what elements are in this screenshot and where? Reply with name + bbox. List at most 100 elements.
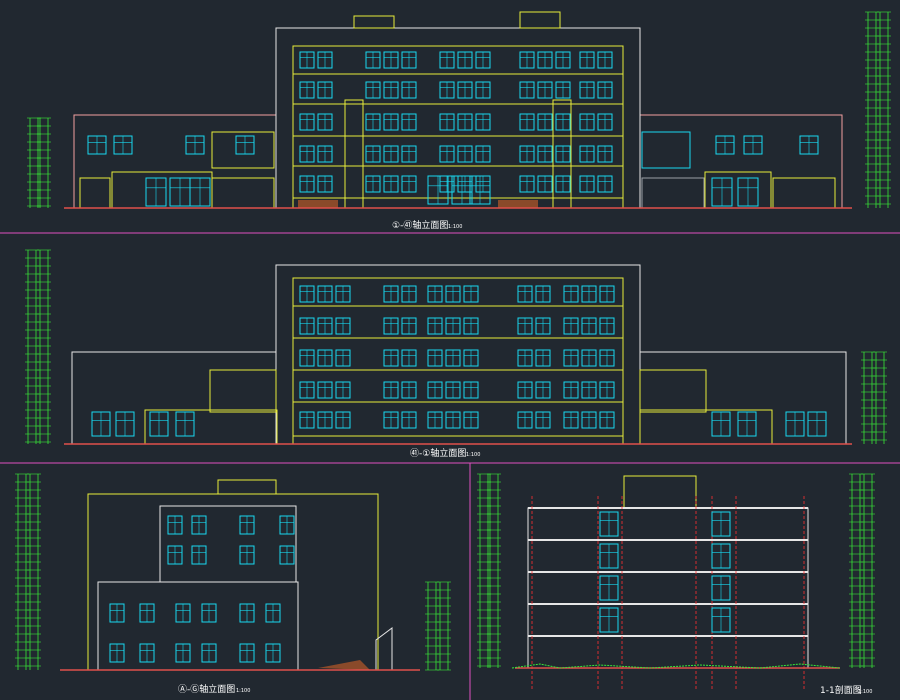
- window: [175, 643, 191, 663]
- window: [383, 285, 399, 303]
- window: [535, 349, 551, 367]
- window: [383, 411, 399, 429]
- window: [383, 349, 399, 367]
- dimension-ladder: [37, 249, 51, 444]
- window: [469, 175, 491, 205]
- window: [451, 175, 473, 205]
- window: [427, 317, 443, 335]
- window: [427, 175, 449, 205]
- window: [537, 145, 553, 163]
- window: [535, 285, 551, 303]
- window: [711, 411, 731, 437]
- window: [457, 81, 473, 99]
- window: [463, 411, 479, 429]
- window: [365, 81, 381, 99]
- dimension-ladder: [437, 581, 451, 671]
- window: [519, 81, 535, 99]
- window: [401, 81, 417, 99]
- window: [519, 175, 535, 193]
- window: [445, 349, 461, 367]
- dimension-ladder: [25, 249, 39, 444]
- window: [335, 317, 351, 335]
- window: [365, 145, 381, 163]
- window: [799, 135, 819, 155]
- window: [139, 603, 155, 623]
- window: [167, 545, 183, 565]
- window: [317, 113, 333, 131]
- window: [167, 515, 183, 535]
- window: [563, 317, 579, 335]
- window: [317, 285, 333, 303]
- dimension-ladder: [861, 473, 875, 668]
- window: [445, 317, 461, 335]
- window: [599, 511, 619, 537]
- window: [563, 285, 579, 303]
- window: [317, 175, 333, 193]
- window: [581, 317, 597, 335]
- window: [599, 543, 619, 569]
- window: [317, 349, 333, 367]
- window: [599, 349, 615, 367]
- rear-elevation-title: ㊶-①轴立面图 1:100: [410, 447, 480, 459]
- window: [737, 411, 757, 437]
- window: [335, 411, 351, 429]
- window: [427, 285, 443, 303]
- window: [239, 643, 255, 663]
- dimension-ladder: [477, 473, 491, 668]
- window: [535, 411, 551, 429]
- window: [517, 349, 533, 367]
- window: [383, 113, 399, 131]
- window: [475, 51, 491, 69]
- window: [599, 317, 615, 335]
- window: [401, 145, 417, 163]
- window: [139, 643, 155, 663]
- window: [555, 51, 571, 69]
- dimension-ladder: [37, 117, 51, 208]
- window: [401, 51, 417, 69]
- front-elevation-title: ①-㊶轴立面图 1:100: [392, 219, 462, 231]
- dimension-ladder: [877, 11, 891, 208]
- window: [519, 145, 535, 163]
- window: [579, 51, 595, 69]
- window: [579, 113, 595, 131]
- window: [239, 515, 255, 535]
- window: [519, 51, 535, 69]
- svg-text:1-1剖面图: 1-1剖面图: [820, 684, 862, 696]
- window: [115, 411, 135, 437]
- window: [383, 381, 399, 399]
- window: [597, 113, 613, 131]
- window: [599, 607, 619, 633]
- dimension-annotations: [15, 11, 891, 671]
- window: [563, 381, 579, 399]
- rear-elevation-view: [64, 264, 852, 445]
- window: [383, 81, 399, 99]
- window: [401, 175, 417, 193]
- window: [711, 607, 731, 633]
- window: [457, 145, 473, 163]
- window: [711, 177, 733, 207]
- window: [299, 175, 315, 193]
- window: [299, 285, 315, 303]
- window: [299, 349, 315, 367]
- window: [145, 177, 167, 207]
- window: [279, 545, 295, 565]
- window: [563, 411, 579, 429]
- front-elevation-view: [64, 11, 852, 209]
- dimension-ladder: [873, 351, 887, 444]
- window: [401, 285, 417, 303]
- window: [535, 381, 551, 399]
- window: [537, 175, 553, 193]
- window: [427, 349, 443, 367]
- window: [169, 177, 191, 207]
- window: [109, 603, 125, 623]
- window: [555, 113, 571, 131]
- window: [401, 411, 417, 429]
- window: [335, 285, 351, 303]
- window: [401, 349, 417, 367]
- window: [365, 51, 381, 69]
- window: [317, 81, 333, 99]
- window: [517, 381, 533, 399]
- window: [737, 177, 759, 207]
- dimension-ladder: [15, 473, 29, 670]
